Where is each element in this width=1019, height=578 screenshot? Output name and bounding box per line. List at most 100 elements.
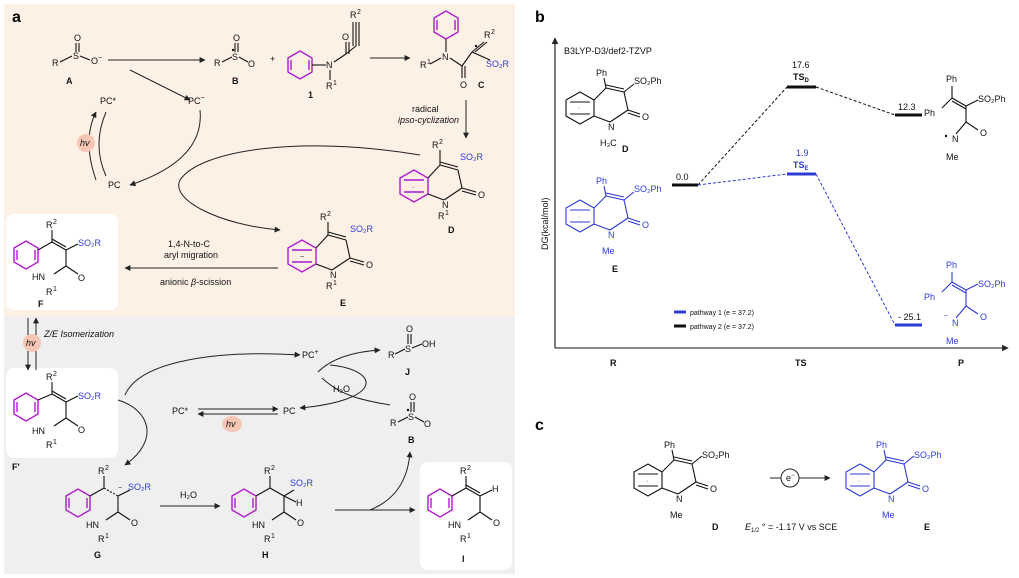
svg-text:R: R [46,440,53,450]
svg-text:S: S [73,51,79,61]
svg-text:R: R [326,81,333,91]
svg-text:N: N [608,122,615,132]
svg-text:Me: Me [670,510,683,520]
legend-item-2: pathway 2 (e = 37.2) [690,324,754,331]
b-molecule-E: Ph SO₂Ph N O Me · E [565,176,662,274]
cycle-hv-back [98,111,107,177]
c-molecule-E: Ph SO₂Ph N O Me · E [845,440,942,532]
svg-text:1: 1 [427,59,431,66]
arrow-Fp-to-G [117,399,148,466]
hv-badge-top [77,134,95,152]
plus-sign: + [270,54,275,64]
svg-text:R: R [264,466,271,476]
hv-label-top: hv [80,138,90,148]
intermediate-Fp-box [6,368,118,458]
svg-text:1: 1 [333,80,337,87]
bottom-cycle-to-J [317,347,381,373]
svg-text:S: S [408,412,414,422]
label-A: A [66,76,73,86]
svg-text:R: R [98,466,105,476]
svg-text:·: · [646,478,648,485]
svg-text:HN: HN [86,520,99,530]
svg-text:R: R [432,140,439,150]
svg-text:O: O [980,312,987,322]
hv-label-left: hv [26,338,36,348]
panel-c-label: c [535,417,544,434]
svg-text:R: R [350,10,357,20]
svg-text:1: 1 [333,280,337,287]
bottom-cycle-top [124,351,301,396]
svg-text:2: 2 [439,139,443,146]
svg-text:O: O [642,220,649,230]
svg-text:−: − [944,313,948,320]
energy-P-E: - 25.1 [898,312,921,322]
svg-text:SO₂Ph: SO₂Ph [634,184,662,194]
energy-R: 0.0 [676,172,689,182]
hv-badge-left [23,334,41,352]
intermediate-F: R 2 SO₂R O HN R 1 F [13,219,101,309]
svg-text:O: O [342,32,349,42]
svg-text:SO₂Ph: SO₂Ph [978,279,1006,289]
substrate-1: N O R 2 R 1 1 [287,9,361,100]
svg-text:Ph: Ph [596,176,607,186]
label-E: E [340,298,346,308]
svg-text:2: 2 [271,465,275,472]
svg-text:Ph: Ph [946,260,957,270]
svg-text:2: 2 [327,211,331,218]
pc-top: PC [108,180,121,190]
hv-badge-bottom [222,416,242,432]
product-I: R 2 H O HN R 1 I [427,465,500,564]
b-product-E: Ph Ph SO₂Ph O N Me − [924,260,1006,346]
spiro-radical-D: R 2 SO₂R N O R 1 · D [399,139,485,235]
bottom-cycle-right [299,364,367,411]
svg-text:R: R [46,287,53,297]
sulfonyl-radical-B-bottom: R S O O B [390,392,431,445]
label-D: D [448,225,455,235]
intermediate-F-box [6,214,118,310]
label-F: F [38,299,44,309]
label-1: 1 [308,90,313,100]
cycle-pcminus-to-pc [129,109,201,187]
svg-text:O: O [710,484,717,494]
svg-text:Me: Me [882,510,895,520]
svg-text:SO₂Ph: SO₂Ph [634,76,662,86]
svg-text:O: O [74,33,81,43]
svg-text:S: S [232,52,238,62]
path1-seg1 [697,173,788,186]
svg-text:Me: Me [946,336,959,346]
label-B-top: B [232,76,239,86]
path2-seg1 [697,86,788,186]
water-2: H₂O [180,490,197,500]
svg-text:O: O [366,260,373,270]
svg-text:R: R [388,350,395,360]
scission-text: anionic β-scission [160,277,231,287]
method-label: B3LYP-D3/def2-TZVP [564,46,652,56]
svg-text:HN: HN [448,520,461,530]
svg-text:N: N [442,52,449,62]
svg-text:R: R [320,212,327,222]
svg-text:2: 2 [105,465,109,472]
pc-star-bottom: PC* [172,406,189,416]
label-I: I [462,554,465,564]
svg-text:O: O [478,190,485,200]
svg-text:O: O [409,392,416,402]
b-label-D: D [622,144,629,154]
svg-text:HN: HN [32,272,45,282]
sulfinate-A: R S O O − A [52,33,102,86]
sulfonyl-radical-B-top: R S O O B [214,33,255,86]
svg-text:O: O [424,419,431,429]
svg-text:O: O [297,518,304,528]
svg-text:1: 1 [105,533,109,540]
svg-text:Ph: Ph [664,440,675,450]
svg-text:·: · [578,105,580,112]
water-1: H₂O [333,384,350,394]
label-TS-E: TSE [793,160,809,172]
svg-text:S: S [405,344,411,354]
svg-text:−: − [118,485,122,492]
intermediate-G: R 2 SO₂R − O HN R 1 G [65,465,151,560]
sulfinic-acid-J: R S O OH J [388,324,436,377]
b-molecule-D: Ph SO₂Ph N O H₃C · D [565,68,662,154]
svg-text:2: 2 [467,465,471,472]
svg-text:·: · [858,478,860,485]
